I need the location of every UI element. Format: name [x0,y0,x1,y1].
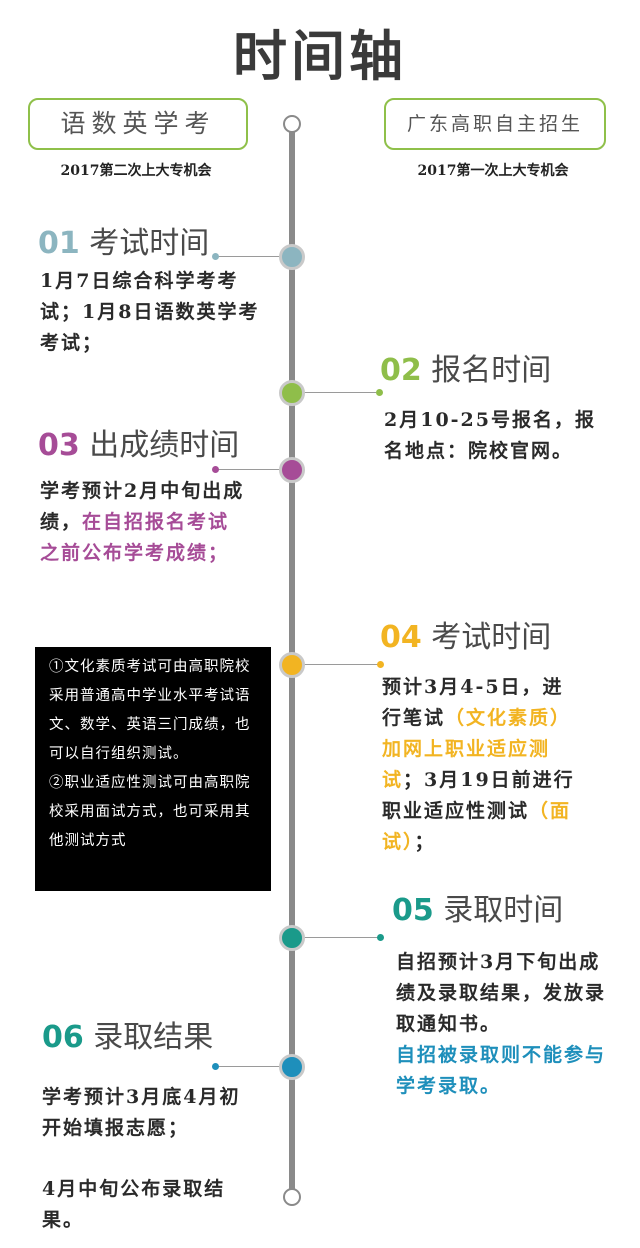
timeline-end-circle [283,1188,301,1206]
connector-dot-04 [377,661,384,668]
timeline-node-03 [279,457,305,483]
section-06-body-1: 学考预计3月底4月初开始填报志愿； [42,1086,241,1139]
timeline-start-circle [283,115,301,133]
connector-dot-01 [212,253,219,260]
section-06-number: 06 [42,1020,84,1055]
section-05-heading: 05 录取时间 [392,885,563,929]
section-01-title: 考试时间 [89,226,210,261]
section-06-spacer [42,1144,252,1174]
connector-05 [294,937,378,938]
left-header-box: 语数英学考 [28,98,248,150]
section-04-title: 考试时间 [431,620,552,655]
section-03-body-plain: 学考预计2月中旬出成绩， [40,480,245,533]
section-02-title: 报名时间 [431,353,552,388]
right-header-sub: 2017第一次上大专机会 [417,163,569,179]
section-03-number: 03 [38,428,80,463]
info-note-box: ①文化素质考试可由高职院校采用普通高中学业水平考试语文、数学、英语三门成绩，也可… [35,647,271,891]
section-04-body-b: ；3月19日前进行职业适应性测试 [382,769,575,822]
connector-03 [216,469,290,470]
section-03-body-highlight: 在自招报名考试之前公布学考成绩； [40,511,230,564]
section-04-body-c: ； [414,831,436,853]
connector-06 [216,1066,290,1067]
section-04-number: 04 [380,620,422,655]
section-06-body: 学考预计3月底4月初开始填报志愿； 4月中旬公布录取结果。 [42,1082,252,1236]
info-note-paragraph-1: ①文化素质考试可由高职院校采用普通高中学业水平考试语文、数学、英语三门成绩，也可… [49,659,251,762]
info-note-paragraph-2: ②职业适应性测试可由高职院校采用面试方式，也可采用其他测试方式 [49,775,251,849]
section-01-number: 01 [38,226,80,261]
section-06-body-2: 4月中旬公布录取结果。 [42,1178,226,1231]
connector-dot-06 [212,1063,219,1070]
section-05-body: 自招预计3月下旬出成绩及录取结果，发放录取通知书。 自招被录取则不能参与学考录取… [396,947,606,1102]
section-04-body: 预计3月4-5日，进行笔试（文化素质）加网上职业适应测试；3月19日前进行职业适… [382,672,582,858]
section-03-heading: 03 出成绩时间 [38,420,239,464]
section-04-heading: 04 考试时间 [380,612,551,656]
connector-dot-05 [377,934,384,941]
section-03-title: 出成绩时间 [89,428,240,463]
connector-01 [216,256,290,257]
section-01-body: 1月7日综合科学考考试；1月8日语数英学考考试； [40,270,260,354]
section-05-body-highlight: 自招被录取则不能参与学考录取。 [396,1044,607,1097]
section-04-body-highlight-1: （文化素质）加网上职业适应测试 [382,707,572,791]
section-05-body-plain: 自招预计3月下旬出成绩及录取结果，发放录取通知书。 [396,951,607,1035]
connector-dot-02 [376,389,383,396]
section-04-body-a: 预计3月4-5日，进行笔试 [382,676,564,729]
connector-dot-03 [212,466,219,473]
section-05-number: 05 [392,893,434,928]
left-header-label: 语数英学考 [60,109,216,138]
section-04-body-highlight-2: （面试） [382,800,572,853]
connector-02 [294,392,376,393]
section-02-heading: 02 报名时间 [380,345,551,389]
right-header-label: 广东高职自主招生 [406,113,583,135]
left-header-sub: 2017第二次上大专机会 [60,163,212,179]
section-06-title: 录取结果 [93,1020,214,1055]
right-header-box: 广东高职自主招生 [384,98,606,150]
timeline-node-01 [279,244,305,270]
section-01-heading: 01 考试时间 [38,218,209,262]
timeline-node-02 [279,380,305,406]
connector-04 [294,664,378,665]
timeline-node-06 [279,1054,305,1080]
timeline-node-04 [279,652,305,678]
section-06-heading: 06 录取结果 [42,1012,213,1056]
page-title: 时间轴 [233,25,407,88]
timeline-node-05 [279,925,305,951]
section-02-body: 2月10-25号报名，报名地点：院校官网。 [384,409,596,462]
section-02-number: 02 [380,353,422,388]
section-03-body: 学考预计2月中旬出成绩，在自招报名考试之前公布学考成绩； [40,476,250,569]
section-05-title: 录取时间 [443,893,564,928]
